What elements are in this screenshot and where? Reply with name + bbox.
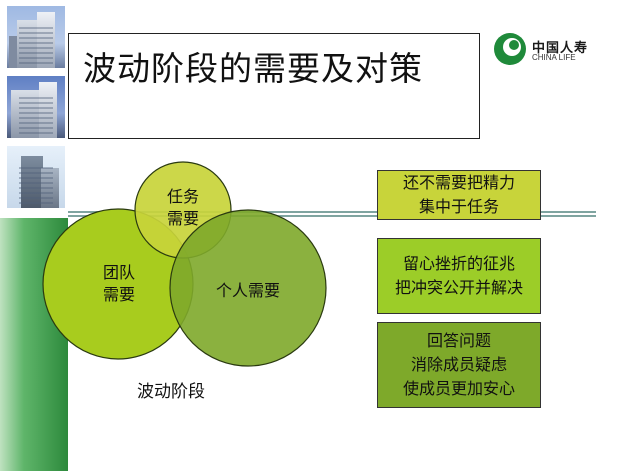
- strategy-box-3: 回答问题 消除成员疑虑 使成员更加安心: [377, 322, 541, 408]
- strategy-2-line-2: 把冲突公开并解决: [394, 278, 523, 297]
- label-individual-line-1: 个人需要: [215, 281, 280, 300]
- circle-individual-needs: [169, 209, 327, 367]
- divider-line-top: [68, 211, 596, 213]
- label-team-needs: 团队 需要: [86, 262, 152, 306]
- strategy-1-line-2: 集中于任务: [418, 197, 499, 216]
- divider-line-bottom: [68, 215, 596, 217]
- label-team-line-1: 团队: [102, 263, 135, 282]
- strategy-3-line-3: 使成员更加安心: [402, 379, 515, 398]
- strategy-box-2: 留心挫折的征兆 把冲突公开并解决: [377, 238, 541, 314]
- china-life-emblem-icon: [494, 33, 526, 65]
- strategy-2-line-1: 留心挫折的征兆: [402, 254, 515, 273]
- logo-english-text: CHINA LIFE: [532, 53, 576, 62]
- china-life-logo: 中国人寿 CHINA LIFE: [492, 31, 622, 67]
- strategy-3-line-1: 回答问题: [426, 331, 491, 350]
- label-task-line-2: 需要: [166, 209, 199, 228]
- title-box: 波动阶段的需要及对策: [68, 33, 480, 139]
- label-task-needs: 任务 需要: [150, 186, 216, 230]
- building-photo-1: [7, 6, 65, 68]
- strategy-3-line-2: 消除成员疑虑: [410, 355, 507, 374]
- slide-title: 波动阶段的需要及对策: [83, 49, 423, 88]
- logo-chinese-text: 中国人寿: [532, 41, 589, 56]
- phase-label: 波动阶段: [137, 382, 205, 402]
- label-team-line-2: 需要: [102, 285, 135, 304]
- label-individual-needs: 个人需要: [194, 280, 302, 302]
- building-photo-2: [7, 76, 65, 138]
- label-task-line-1: 任务: [166, 187, 199, 206]
- strategy-box-1: 还不需要把精力 集中于任务: [377, 170, 541, 220]
- strategy-1-line-1: 还不需要把精力: [402, 173, 515, 192]
- building-photo-3: [7, 146, 65, 208]
